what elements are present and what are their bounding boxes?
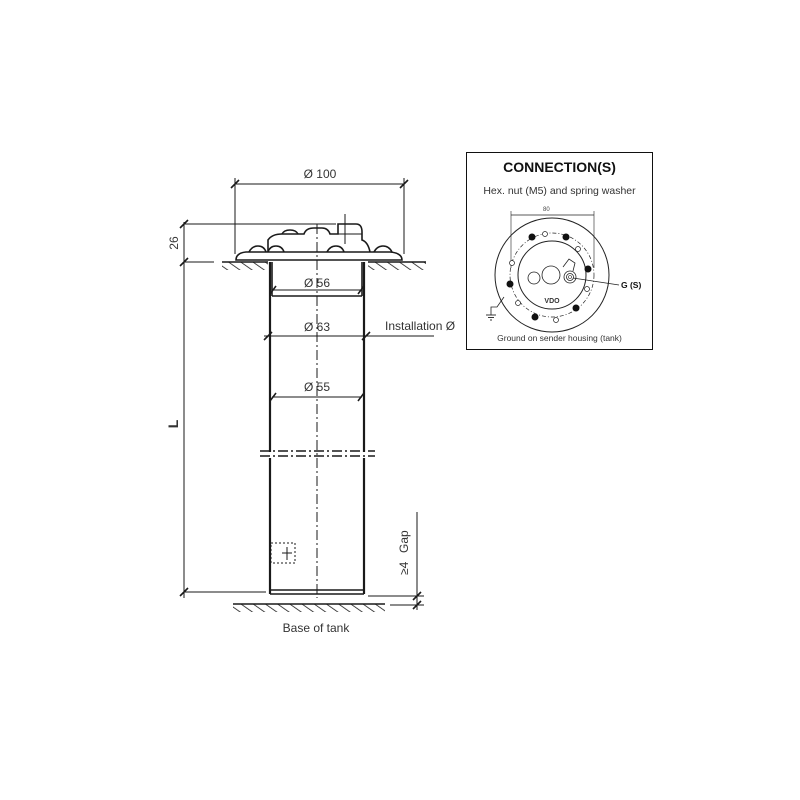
svg-text:Ø 56: Ø 56	[304, 276, 330, 290]
svg-text:≥4: ≥4	[397, 561, 411, 575]
connection-subtitle: Hex. nut (M5) and spring washer	[483, 185, 636, 197]
connection-footer: Ground on sender housing (tank)	[497, 333, 622, 343]
connection-panel: VDO 80 G (S) CONNECTION(S) Hex. nut (M5)…	[466, 152, 653, 350]
dim-flange-diameter: Ø 100	[230, 167, 409, 254]
connection-title: CONNECTION(S)	[503, 159, 616, 175]
dim-installation-diameter: Ø 63 Installation Ø	[263, 319, 455, 341]
svg-text:VDO: VDO	[544, 298, 560, 305]
dim-inner-diameter: Ø 56	[269, 276, 365, 295]
dim-gap: ≥4 Gap	[368, 512, 424, 610]
svg-text:Ø 63: Ø 63	[304, 320, 330, 334]
dim-length: L	[165, 419, 266, 597]
sender-head	[235, 214, 403, 261]
svg-text:26: 26	[167, 236, 181, 250]
svg-text:Ø 100: Ø 100	[304, 167, 337, 181]
dim-tube-diameter: Ø 55	[269, 380, 365, 402]
tank-base	[233, 603, 385, 612]
tank-top-left	[222, 261, 268, 270]
tank-top-right	[368, 261, 426, 270]
svg-text:80: 80	[543, 207, 550, 213]
connection-diagram: VDO 80 G (S)	[486, 207, 641, 333]
svg-text:Gap: Gap	[397, 530, 411, 553]
svg-text:G (S): G (S)	[621, 280, 641, 290]
svg-text:Installation Ø: Installation Ø	[385, 319, 455, 333]
dim-height: 26	[167, 219, 336, 598]
svg-text:L: L	[165, 419, 181, 428]
base-of-tank-label: Base of tank	[283, 621, 351, 635]
svg-text:Ø 55: Ø 55	[304, 380, 330, 394]
